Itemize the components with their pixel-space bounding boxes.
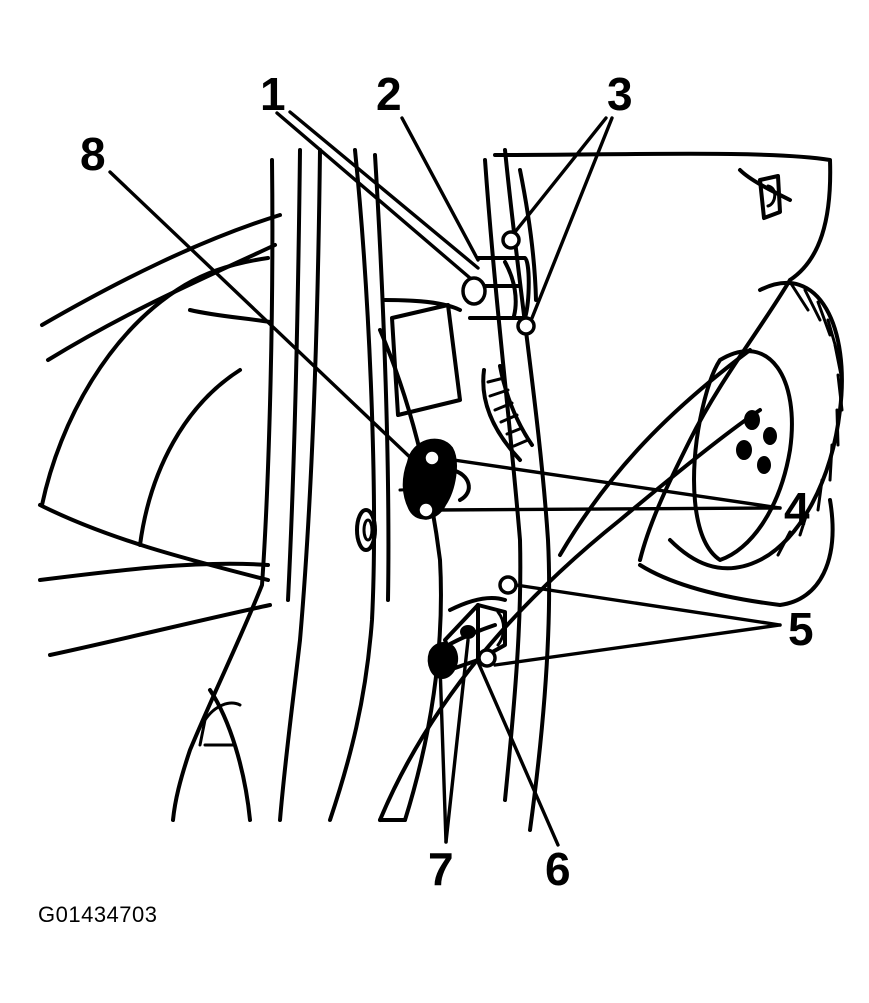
lower-hinge-door-bolt-top [498,575,518,595]
callout-3: 3 [607,68,633,120]
leader-2 [400,116,480,262]
check-strap-bolt-top [422,448,442,468]
upper-hinge-door-bolt-top [501,230,521,250]
lower-hinge [427,575,518,680]
callout-6: 6 [545,843,571,895]
callout-labels: 1 2 3 4 5 6 7 8 [80,68,814,895]
leader-6 [476,660,560,847]
callout-leaders [108,110,782,847]
callout-7: 7 [428,843,454,895]
callout-1: 1 [260,68,286,120]
figure-id-label: G01434703 [38,902,158,927]
check-strap-bolt-bottom [416,500,436,520]
lower-hinge-door-bolt-bottom [477,648,497,668]
leader-1b [288,110,480,270]
leader-4b [432,506,782,512]
leader-5b [493,623,782,667]
door-check-strap [398,438,471,520]
leader-3b [530,116,614,320]
leader-8 [108,170,417,464]
leader-1 [275,111,472,280]
upper-hinge [461,230,536,462]
leader-7b [444,638,470,844]
leader-4a [438,456,782,510]
upper-hinge-door-bolt-bottom [516,316,536,336]
leader-7a [438,663,448,844]
callout-4: 4 [784,483,810,535]
callout-2: 2 [376,68,402,120]
leader-3a [513,116,608,234]
callout-8: 8 [80,128,106,180]
callout-5: 5 [788,603,814,655]
upper-hinge-body-bolt [461,276,487,306]
leader-5a [514,583,782,627]
